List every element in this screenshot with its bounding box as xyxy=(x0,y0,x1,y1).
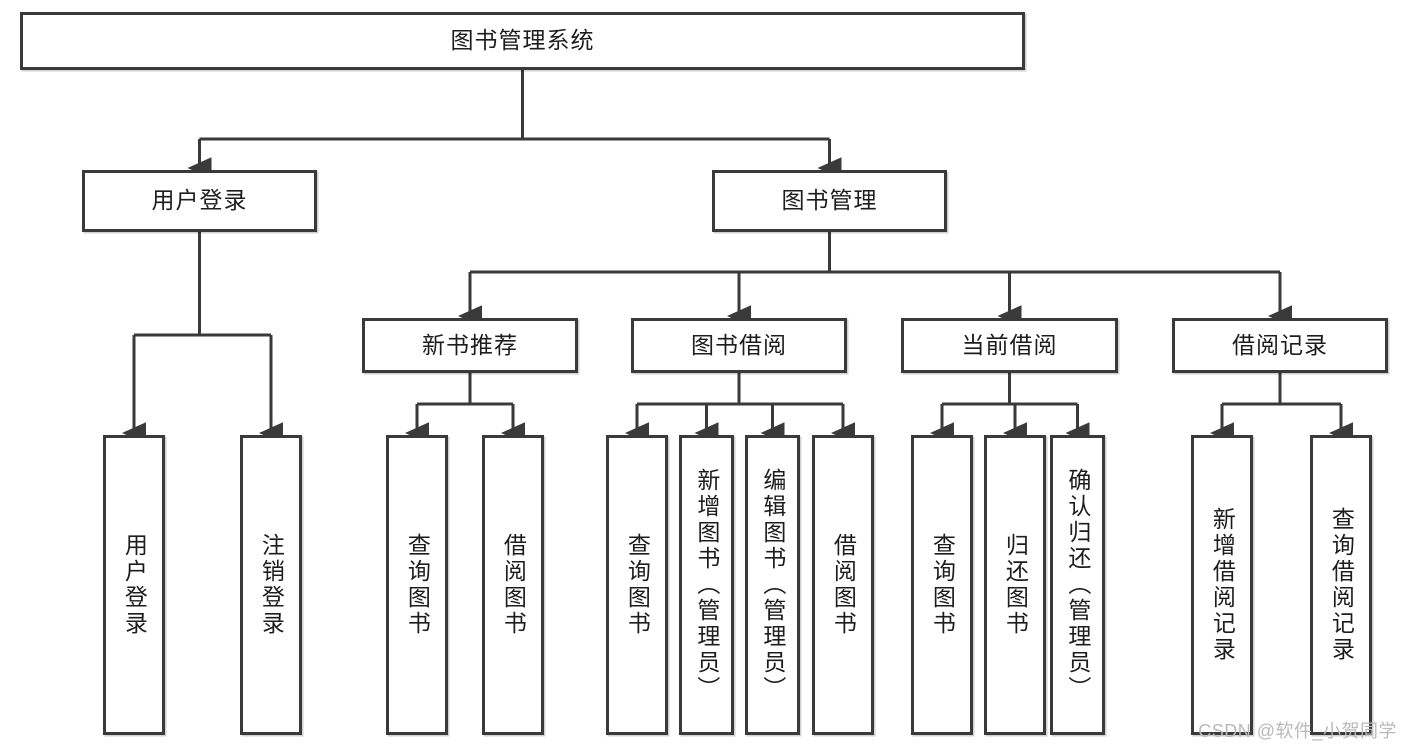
node-user-login[interactable]: 用户登录 xyxy=(82,170,317,232)
leaf-leaf-rec-search[interactable]: 查询借阅记录 xyxy=(1310,435,1372,735)
leaf-leaf-user-logout-label: 注销登录 xyxy=(258,533,285,637)
leaf-leaf-cur-return[interactable]: 归还图书 xyxy=(984,435,1046,735)
leaf-leaf-cur-return-label: 归还图书 xyxy=(1002,533,1029,637)
leaf-leaf-cur-confirm-label: 确认归还（管理员） xyxy=(1064,468,1091,702)
leaf-leaf-rec-add-label: 新增借阅记录 xyxy=(1209,507,1236,663)
leaf-leaf-user-login-label: 用户登录 xyxy=(121,533,148,637)
leaf-leaf-user-login[interactable]: 用户登录 xyxy=(103,435,165,735)
leaf-leaf-rec-query[interactable]: 查询图书 xyxy=(386,435,448,735)
leaf-leaf-cur-confirm[interactable]: 确认归还（管理员） xyxy=(1050,435,1105,735)
leaf-leaf-borrow-edit-label: 编辑图书（管理员） xyxy=(759,468,786,702)
node-new-book-rec-label: 新书推荐 xyxy=(422,331,518,358)
node-root-system-label: 图书管理系统 xyxy=(450,27,595,54)
leaf-leaf-borrow-query[interactable]: 查询图书 xyxy=(606,435,668,735)
leaf-leaf-rec-borrow[interactable]: 借阅图书 xyxy=(482,435,544,735)
node-current-borrow-label: 当前借阅 xyxy=(961,331,1058,358)
node-root-system[interactable]: 图书管理系统 xyxy=(20,12,1025,70)
node-borrow-record-label: 借阅记录 xyxy=(1232,331,1328,358)
node-book-borrow-label: 图书借阅 xyxy=(691,331,787,358)
leaf-leaf-borrow-do[interactable]: 借阅图书 xyxy=(812,435,874,735)
node-user-login-label: 用户登录 xyxy=(151,187,248,214)
leaf-leaf-borrow-do-label: 借阅图书 xyxy=(830,533,857,637)
leaf-leaf-borrow-edit[interactable]: 编辑图书（管理员） xyxy=(745,435,800,735)
leaf-leaf-borrow-add-label: 新增图书（管理员） xyxy=(693,468,720,702)
leaf-leaf-borrow-query-label: 查询图书 xyxy=(624,533,651,637)
leaf-leaf-cur-query[interactable]: 查询图书 xyxy=(911,435,973,735)
node-book-manage-label: 图书管理 xyxy=(781,187,878,214)
leaf-leaf-user-logout[interactable]: 注销登录 xyxy=(240,435,302,735)
watermark-text: CSDN @软件_小贺同学 xyxy=(1198,721,1397,741)
leaf-leaf-borrow-add[interactable]: 新增图书（管理员） xyxy=(679,435,734,735)
leaf-leaf-rec-query-label: 查询图书 xyxy=(404,533,431,637)
node-book-borrow[interactable]: 图书借阅 xyxy=(631,318,847,373)
node-book-manage[interactable]: 图书管理 xyxy=(712,170,947,232)
node-borrow-record[interactable]: 借阅记录 xyxy=(1172,318,1388,373)
leaf-leaf-rec-borrow-label: 借阅图书 xyxy=(500,533,527,637)
leaf-leaf-cur-query-label: 查询图书 xyxy=(929,533,956,637)
leaf-leaf-rec-add[interactable]: 新增借阅记录 xyxy=(1191,435,1253,735)
node-current-borrow[interactable]: 当前借阅 xyxy=(901,318,1118,373)
node-new-book-rec[interactable]: 新书推荐 xyxy=(362,318,578,373)
leaf-leaf-rec-search-label: 查询借阅记录 xyxy=(1328,507,1355,663)
